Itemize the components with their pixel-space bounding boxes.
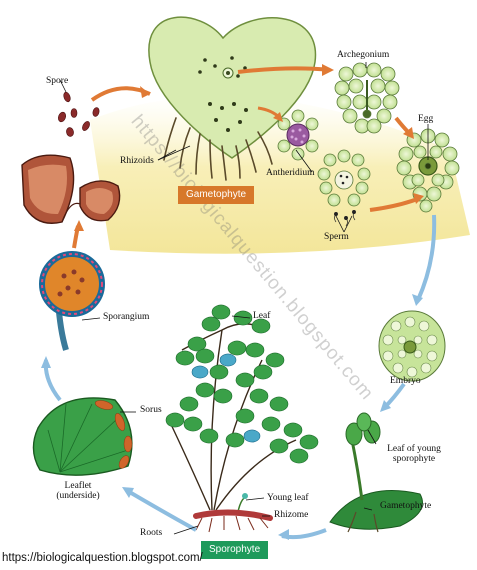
label-leaflet: Leaflet (underside) [48,481,108,502]
arrow-egg-to-embryo [416,214,437,301]
label-rhizome: Rhizome [274,510,309,520]
egg-archegonium-drawing [396,128,460,213]
label-sperm: Sperm [324,232,349,242]
spores [57,91,100,137]
sporophyte-stage-label: Sporophyte [201,541,269,559]
leaflet-underside-drawing [32,397,133,476]
arrow-prothallus-to-archegonium [237,66,331,74]
label-leaf-of-young-sporophyte-line2: sporophyte [392,454,436,465]
gametophyte-stage-label: Gametophyte [178,186,255,204]
label-archegonium: Archegonium [337,50,390,60]
label-antheridium: Antheridium [266,168,315,178]
embryo-drawing [378,310,446,382]
archegonium-drawing [334,62,400,134]
label-gametophyte: Gametophyte [380,501,432,511]
antheridium-drawing [277,109,319,161]
prothallus-heart [148,16,317,159]
sperm-cells [334,210,356,227]
label-leaf: Leaf [253,311,271,321]
source-url-footer: https://biologicalquestion.blogspot.com/ [2,552,203,564]
label-sorus: Sorus [140,405,162,415]
label-leaflet-line2: (underside) [56,491,100,502]
arrow-fern-to-leaflet [124,488,197,532]
label-sporangium: Sporangium [103,312,150,322]
bursting-sporangium [21,154,121,224]
label-young-leaf: Young leaf [267,493,309,503]
cycle-arrows [41,64,437,540]
gametophyte-stage-background [90,96,470,254]
label-leaf-of-young-sporophyte-line1: Leaf of young [387,444,441,454]
mature-fern-drawing [165,304,319,533]
label-leader-lines [59,62,429,535]
label-embryo: Embryo [390,376,421,386]
label-rhizoids: Rhizoids [120,156,154,166]
label-egg: Egg [418,114,434,124]
label-roots: Roots [140,528,163,538]
label-leaflet-line1: Leaflet [64,481,92,491]
young-sporophyte-drawing [329,412,423,533]
label-leaf-of-young-sporophyte: Leaf of young sporophyte [376,444,452,465]
sporangium-drawing [39,251,105,351]
label-spore: Spore [46,76,69,86]
open-antheridium-sperm-drawing [317,149,371,207]
